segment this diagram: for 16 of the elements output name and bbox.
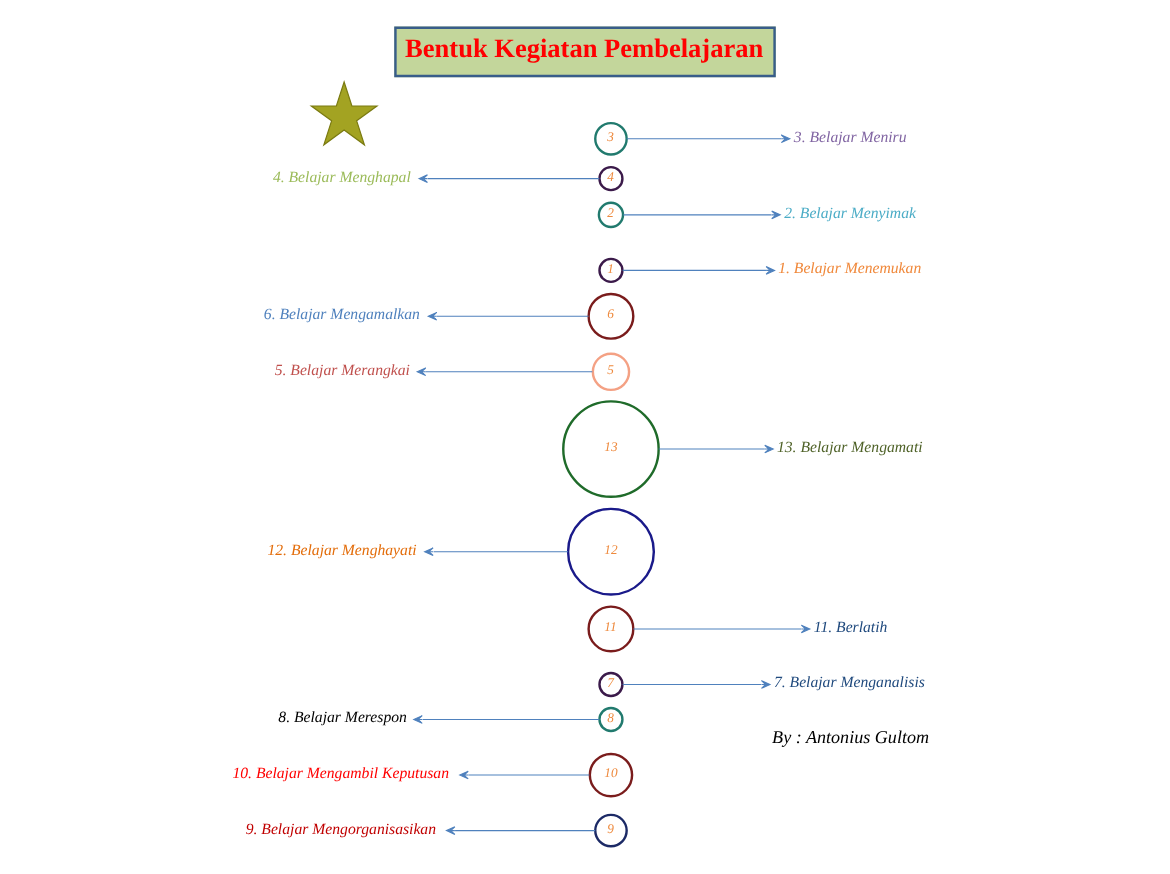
arrow: [413, 715, 600, 724]
arrow: [626, 134, 791, 144]
node-star: [309, 80, 379, 147]
arrow: [658, 444, 774, 454]
arrow: [427, 311, 590, 321]
arrow: [622, 266, 776, 275]
arrow: [622, 210, 781, 220]
diagram-title: Bentuk Kegiatan Pembelajaran: [405, 33, 764, 64]
arrow: [459, 770, 590, 780]
arrow: [418, 174, 600, 183]
arrow: [424, 547, 569, 557]
arrow: [445, 826, 596, 835]
caption: By : Antonius Gultom: [772, 727, 930, 748]
arrow: [632, 624, 811, 634]
arrow: [416, 367, 593, 377]
arrow: [622, 680, 771, 689]
